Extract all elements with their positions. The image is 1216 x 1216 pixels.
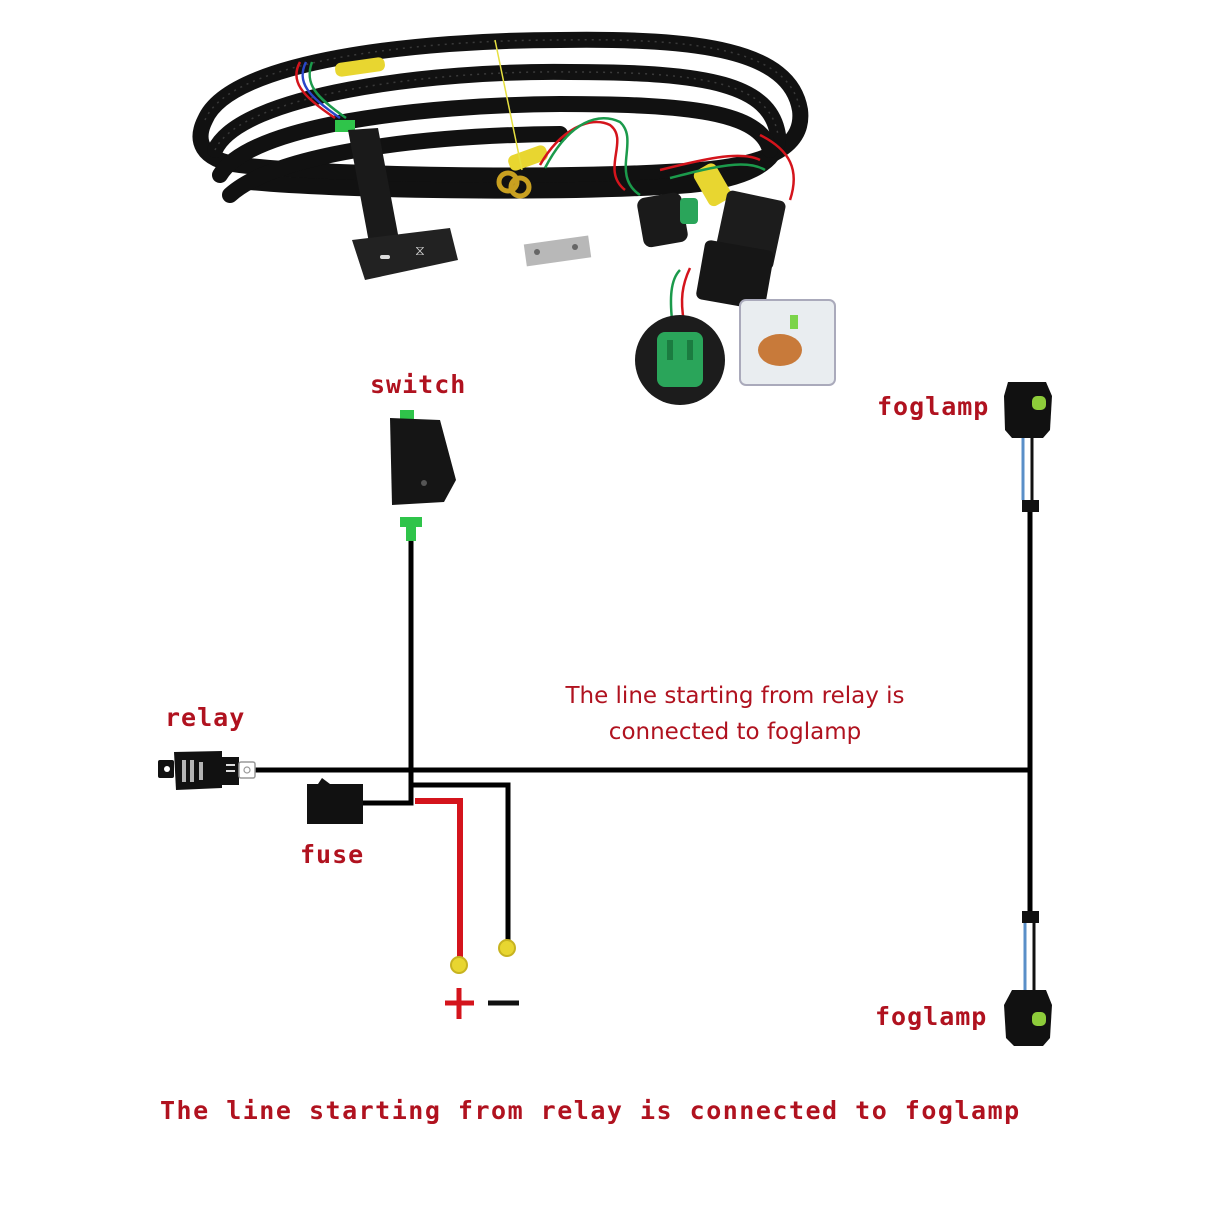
zip-tie <box>494 39 523 171</box>
mounting-bracket <box>523 235 592 267</box>
foglamp-bottom-label: foglamp <box>875 1002 988 1031</box>
photo-relay <box>696 190 836 386</box>
negative-symbol: − <box>490 985 508 1020</box>
fuse-icon <box>307 778 363 824</box>
connection-note: The line starting from relay is connecte… <box>540 678 930 750</box>
fog-light-icon: ⧖ <box>415 243 425 259</box>
switch-label: switch <box>370 370 467 399</box>
foglamp-top-icon <box>1004 382 1052 512</box>
foglamp-top-label: foglamp <box>877 392 990 421</box>
foglamp-bottom-icon <box>1004 911 1052 1046</box>
fuse-label: fuse <box>300 840 365 869</box>
ring-terminals <box>496 170 532 199</box>
wire-ground <box>410 782 511 948</box>
wire-positive <box>415 798 463 960</box>
switch-icon <box>390 410 456 541</box>
black-wires <box>255 502 1033 948</box>
connection-note-line2: connected to foglamp <box>608 719 862 745</box>
yellow-sleeves <box>335 57 732 207</box>
relay-icon <box>158 751 256 790</box>
photo-connector-round <box>635 315 725 405</box>
negative-terminal <box>498 939 516 957</box>
photo-connector-small <box>637 192 698 248</box>
bottom-caption: The line starting from relay is connecte… <box>160 1096 1021 1125</box>
connection-note-line1: The line starting from relay is <box>565 683 905 709</box>
positive-symbol: + <box>445 985 463 1020</box>
polarity-symbols <box>445 988 519 1019</box>
loom-texture <box>204 39 801 151</box>
photo-switch: ⧖ <box>335 120 458 280</box>
positive-terminal <box>450 956 468 974</box>
relay-label: relay <box>165 703 246 732</box>
